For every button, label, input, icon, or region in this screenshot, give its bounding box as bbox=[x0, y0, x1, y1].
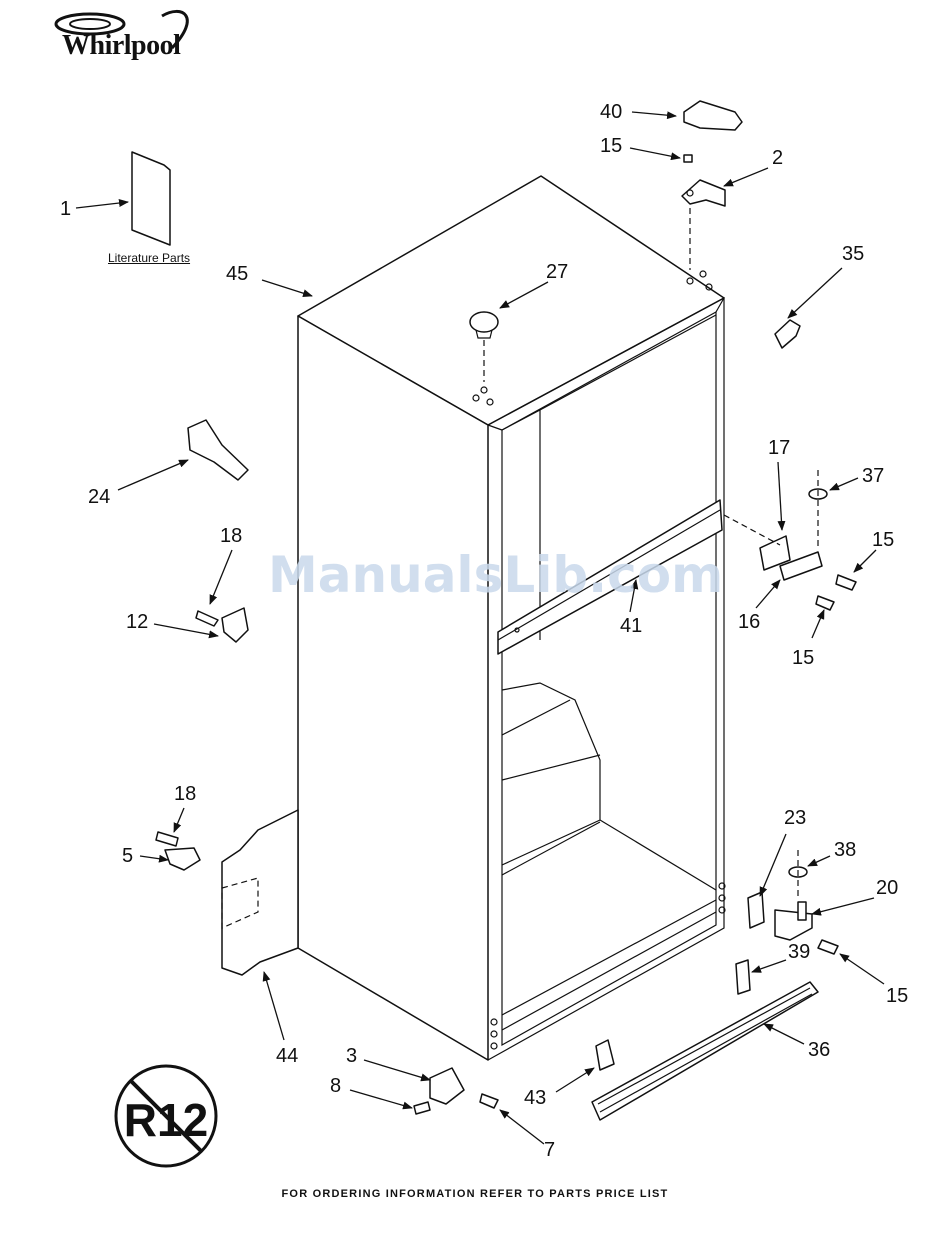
callout-24: 24 bbox=[88, 486, 110, 508]
clip-part bbox=[596, 1040, 614, 1070]
bracket-part bbox=[196, 608, 248, 642]
cabinet-part bbox=[298, 176, 725, 1060]
bottom-hinge-part bbox=[736, 850, 838, 994]
callout-37: 37 bbox=[862, 465, 884, 487]
callout-2: 2 bbox=[772, 147, 783, 169]
callout-18: 18 bbox=[220, 525, 242, 547]
callout-3: 3 bbox=[346, 1045, 357, 1067]
callout-15: 15 bbox=[872, 529, 894, 551]
callout-27: 27 bbox=[546, 261, 568, 283]
callout-45: 45 bbox=[226, 263, 248, 285]
callout-8: 8 bbox=[330, 1075, 341, 1097]
callout-20: 20 bbox=[876, 877, 898, 899]
callout-5: 5 bbox=[122, 845, 133, 867]
callout-15: 15 bbox=[600, 135, 622, 157]
toe-grille-part bbox=[592, 982, 818, 1120]
r12-badge-text: R12 bbox=[124, 1094, 208, 1146]
callout-44: 44 bbox=[276, 1045, 298, 1067]
door-stop-part bbox=[775, 320, 800, 348]
brand-name: Whirlpool bbox=[62, 30, 180, 62]
callout-12: 12 bbox=[126, 611, 148, 633]
callout-15: 15 bbox=[792, 647, 814, 669]
literature-part bbox=[132, 152, 170, 245]
callout-17: 17 bbox=[768, 437, 790, 459]
callout-18: 18 bbox=[174, 783, 196, 805]
callout-38: 38 bbox=[834, 839, 856, 861]
drain-cap-part bbox=[414, 1068, 498, 1114]
r12-badge: R12 bbox=[116, 1066, 216, 1166]
leveler-part bbox=[188, 420, 248, 480]
callout-36: 36 bbox=[808, 1039, 830, 1061]
watermark: ManualsLib.com bbox=[268, 546, 723, 604]
ordering-info-footer: FOR ORDERING INFORMATION REFER TO PARTS … bbox=[0, 1188, 950, 1200]
center-hinge-part bbox=[724, 470, 856, 610]
callout-39: 39 bbox=[788, 941, 810, 963]
callout-7: 7 bbox=[544, 1139, 555, 1161]
callout-40: 40 bbox=[600, 101, 622, 123]
callout-35: 35 bbox=[842, 243, 864, 265]
hinge-cover-part bbox=[684, 101, 742, 130]
callout-23: 23 bbox=[784, 807, 806, 829]
callout-16: 16 bbox=[738, 611, 760, 633]
callout-41: 41 bbox=[620, 615, 642, 637]
literature-parts-label: Literature Parts bbox=[108, 251, 190, 265]
callout-43: 43 bbox=[524, 1087, 546, 1109]
callout-15: 15 bbox=[886, 985, 908, 1007]
top-hinge-part bbox=[682, 155, 725, 270]
callout-1: 1 bbox=[60, 198, 71, 220]
rear-panel-part bbox=[156, 810, 298, 975]
